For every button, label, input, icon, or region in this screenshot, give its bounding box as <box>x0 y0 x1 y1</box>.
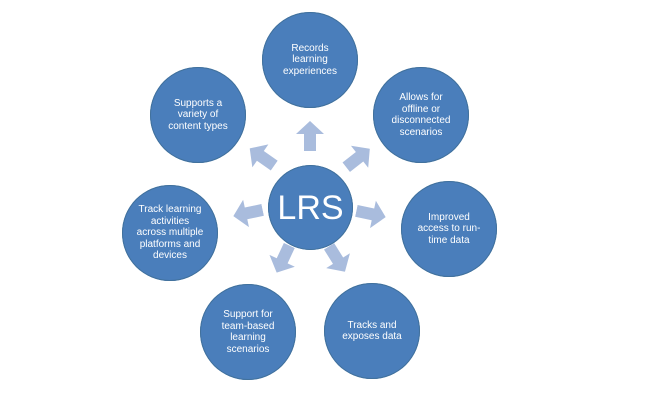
arrow-to-tracks <box>317 239 357 279</box>
node-records-learning-experiences: Records learning experiences <box>262 12 358 108</box>
node-label: Tracks and exposes data <box>342 319 402 343</box>
arrow-right-icon <box>249 144 278 171</box>
arrow-to-platforms <box>230 196 265 230</box>
node-improved-access-runtime: Improved access to run-time data <box>401 181 497 277</box>
node-supports-content-types: Supports a variety of content types <box>150 67 246 163</box>
arrow-to-runtime <box>353 197 388 231</box>
arrow-to-records <box>296 121 324 151</box>
node-label: Allows for offline or disconnected scena… <box>391 92 451 138</box>
arrow-right-icon <box>342 145 370 172</box>
arrow-right-icon <box>269 242 295 273</box>
node-label: Supports a variety of content types <box>168 97 228 132</box>
node-label: Improved access to run-time data <box>417 211 481 246</box>
arrow-right-icon <box>323 243 350 272</box>
node-track-learning-platforms: Track learning activities across multipl… <box>122 185 218 281</box>
node-allows-offline: Allows for offline or disconnected scena… <box>373 67 469 163</box>
arrow-right-icon <box>296 121 324 151</box>
arrow-to-offline <box>338 138 379 179</box>
center-node-lrs: LRS <box>268 165 353 250</box>
node-tracks-exposes-data: Tracks and exposes data <box>324 283 420 379</box>
arrow-to-team <box>264 239 302 278</box>
node-label: Support for team-based learning scenario… <box>221 309 275 355</box>
node-label: Records learning experiences <box>283 42 337 77</box>
arrow-right-icon <box>355 200 386 229</box>
arrow-to-content <box>242 137 283 177</box>
node-team-based-learning: Support for team-based learning scenario… <box>200 284 296 380</box>
center-node-label: LRS <box>277 188 344 227</box>
node-label: Track learning activities across multipl… <box>136 204 204 262</box>
arrow-right-icon <box>233 199 264 228</box>
